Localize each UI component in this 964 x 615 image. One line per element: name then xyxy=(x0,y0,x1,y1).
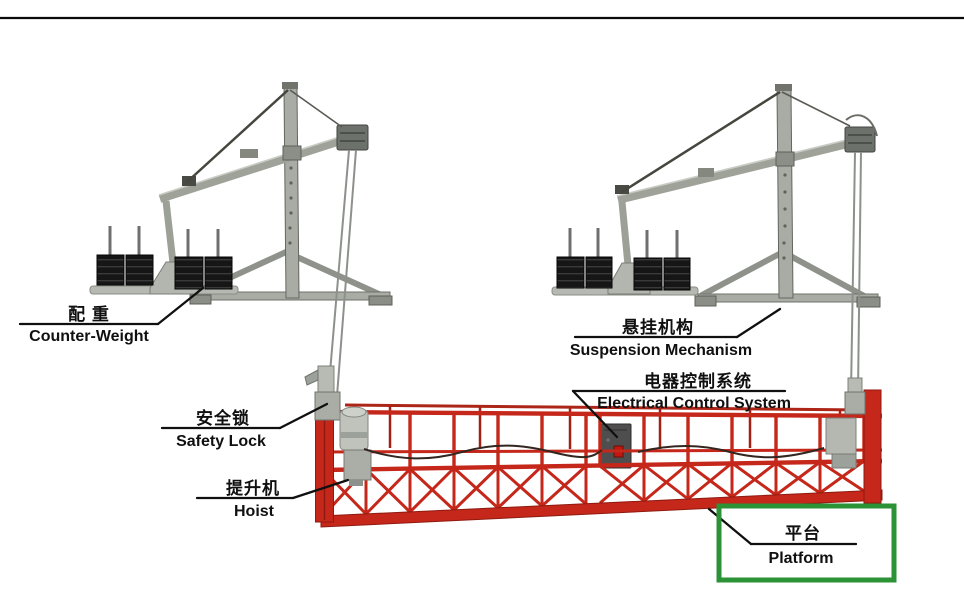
suspension-mechanism-label-en: Suspension Mechanism xyxy=(570,342,752,359)
left-counterweights xyxy=(89,200,239,295)
callout-safety-lock: 安全锁 Safety Lock xyxy=(160,402,329,450)
counter-weight-label-en: Counter-Weight xyxy=(29,328,149,345)
left-jib xyxy=(158,132,355,203)
electrical-control-box xyxy=(599,423,632,469)
suspension-mechanism-label-zh: 悬挂机构 xyxy=(622,317,694,337)
counter-weight-label-zh: 配 重 xyxy=(68,304,110,324)
left-safety-lock xyxy=(304,365,341,421)
right-mast xyxy=(775,84,794,299)
platform-label-en: Platform xyxy=(769,550,834,567)
hoist-label-en: Hoist xyxy=(234,503,275,520)
right-safety-lock xyxy=(844,377,866,415)
power-cable xyxy=(363,444,825,460)
platform-highlight-box xyxy=(716,503,897,583)
leader-line xyxy=(735,307,782,339)
callout-electrical-control-system: 电器控制系统 Electrical Control System xyxy=(571,371,791,439)
left-stay-cable xyxy=(186,89,289,183)
right-pulley-block xyxy=(844,114,878,153)
leader-line xyxy=(571,389,619,439)
right-hoist xyxy=(825,417,857,469)
callouts: 配 重 Counter-Weight 悬挂机构 Suspension Mecha… xyxy=(18,286,858,567)
right-counterweights xyxy=(551,201,699,296)
safety-lock-label-zh: 安全锁 xyxy=(196,408,250,428)
left-suspension-mechanism xyxy=(89,82,393,306)
callout-platform: 平台 Platform xyxy=(707,507,858,567)
right-stirrup xyxy=(863,389,882,504)
left-pulley-block xyxy=(336,124,369,151)
platform-railing xyxy=(320,409,883,469)
left-mast xyxy=(282,82,300,299)
electrical-control-system-label-zh: 电器控制系统 xyxy=(644,371,752,391)
callout-suspension-mechanism: 悬挂机构 Suspension Mechanism xyxy=(570,307,782,359)
platform-truss xyxy=(320,458,883,528)
platform-label-zh: 平台 xyxy=(785,523,821,543)
leader-line xyxy=(278,402,329,430)
leader-line xyxy=(156,286,205,326)
right-forestay-cable xyxy=(781,91,851,127)
platform-toeboard xyxy=(320,489,883,528)
right-stay-cable xyxy=(621,90,781,194)
hoist-label-zh: 提升机 xyxy=(226,478,280,498)
left-forestay-cable xyxy=(289,89,343,128)
left-hoist xyxy=(339,406,372,486)
electrical-control-system-label-en: Electrical Control System xyxy=(597,395,791,412)
leader-line xyxy=(707,507,753,546)
right-jib xyxy=(615,134,869,204)
platform-assembly xyxy=(304,365,883,528)
safety-lock-label-en: Safety Lock xyxy=(176,433,266,450)
callout-counter-weight: 配 重 Counter-Weight xyxy=(18,286,205,345)
callout-hoist: 提升机 Hoist xyxy=(195,478,350,520)
right-suspension-mechanism xyxy=(551,84,881,308)
wire-ropes xyxy=(327,149,862,397)
leader-line xyxy=(291,478,350,500)
